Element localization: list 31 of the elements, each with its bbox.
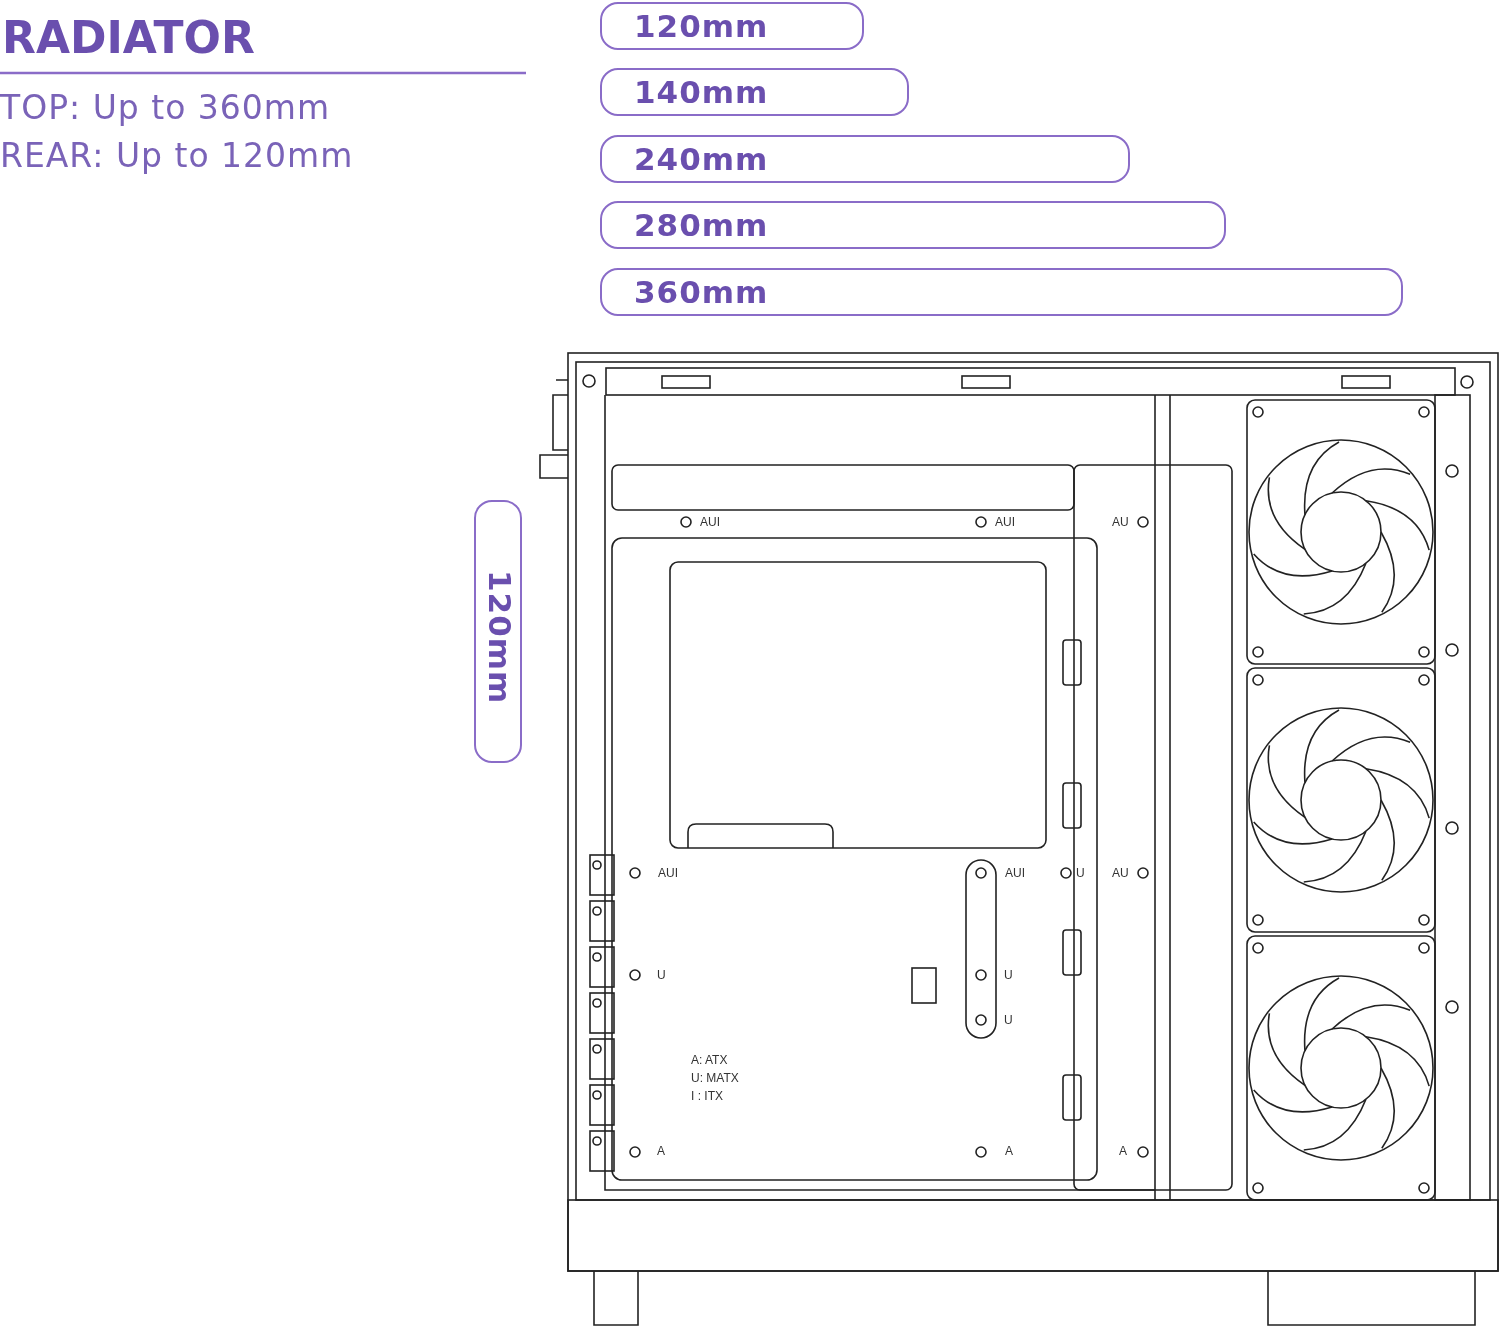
size-label: 120mm xyxy=(634,8,769,44)
mount-label: AUI xyxy=(700,516,720,529)
size-bar xyxy=(474,500,522,763)
size-bar xyxy=(600,268,1403,316)
mount-label: AUI xyxy=(995,516,1015,529)
legend-text: U: MATX xyxy=(691,1072,739,1085)
size-bar xyxy=(600,68,909,116)
mount-label: U xyxy=(657,969,666,982)
mount-label: AUI xyxy=(658,867,678,880)
mount-label: AU xyxy=(1112,867,1129,880)
size-label: 240mm xyxy=(634,141,769,177)
mount-label: AU xyxy=(1112,516,1129,529)
spec-text: TOP: Up to 360mm xyxy=(0,88,331,128)
legend-text: I : ITX xyxy=(691,1090,723,1103)
mount-label: A xyxy=(657,1145,665,1158)
size-label: 120mm xyxy=(482,570,518,705)
mount-label: U xyxy=(1076,867,1085,880)
mount-label: U xyxy=(1004,1014,1013,1027)
mount-label: A xyxy=(1119,1145,1127,1158)
size-label: 140mm xyxy=(634,74,769,110)
size-bar xyxy=(600,2,864,50)
mount-label: U xyxy=(1004,969,1013,982)
size-label: 280mm xyxy=(634,207,769,243)
heading: RADIATOR xyxy=(2,12,255,64)
size-bar xyxy=(600,201,1226,249)
mount-label: A xyxy=(1005,1145,1013,1158)
legend-text: A: ATX xyxy=(691,1054,728,1067)
size-bar xyxy=(600,135,1130,183)
spec-text: REAR: Up to 120mm xyxy=(0,136,354,176)
mount-label: AUI xyxy=(1005,867,1025,880)
size-label: 360mm xyxy=(634,274,769,310)
